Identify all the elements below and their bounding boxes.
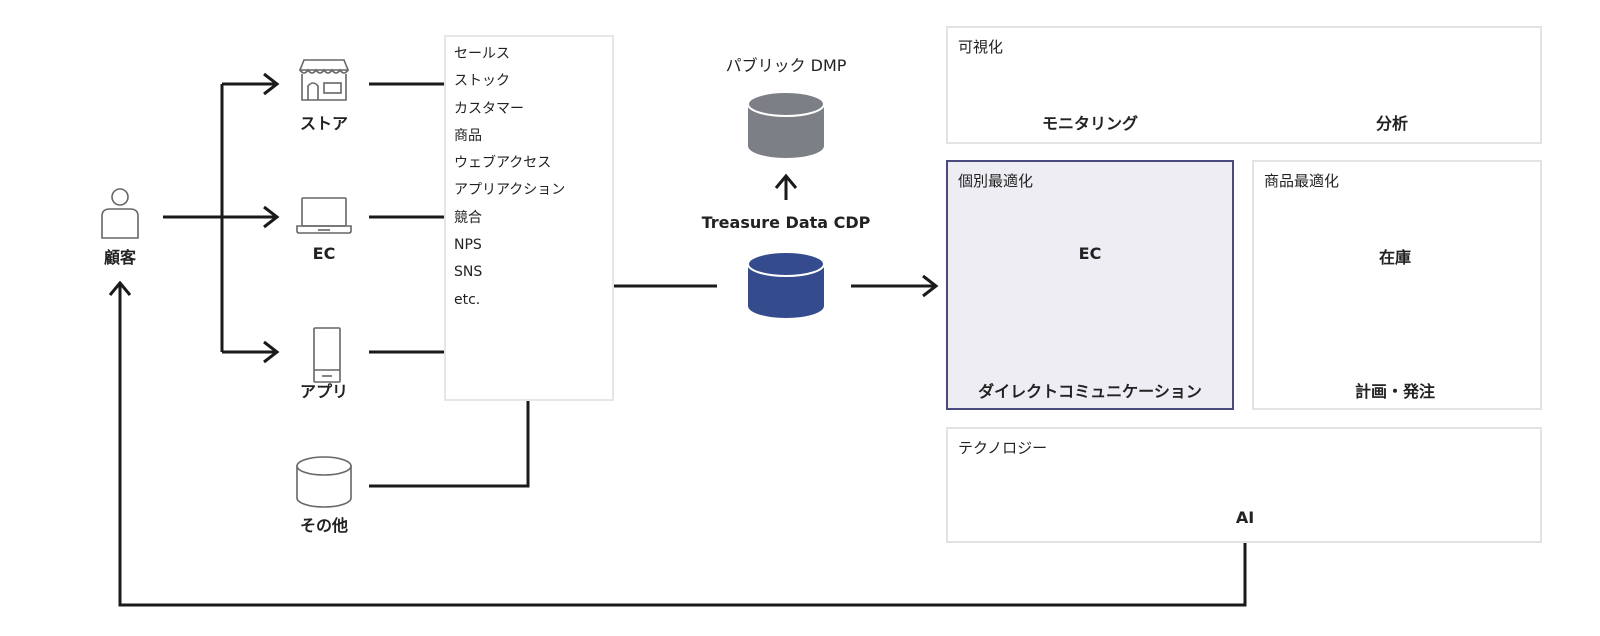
- monitoring-label: モニタリング: [1041, 114, 1139, 133]
- panel-product-optimization-title: 商品最適化: [1264, 172, 1340, 190]
- arrow-to-panels: [922, 274, 939, 298]
- data-sources-list: セールス ストック カスタマー 商品 ウェブアクセス アプリアクション 競合 N…: [446, 37, 612, 314]
- panel-product-optimization: 商品最適化: [1252, 160, 1542, 410]
- channel-ec-label: EC: [312, 244, 336, 263]
- customer-label: 顧客: [103, 248, 137, 267]
- arrow-to-dmp: [774, 173, 798, 189]
- smartphone-icon: [313, 327, 341, 383]
- personalization-ec-label: EC: [1078, 244, 1102, 263]
- arrow-to-ec: [263, 205, 280, 229]
- data-source-item: NPS: [454, 237, 482, 254]
- public-dmp-database-icon: [747, 91, 825, 158]
- data-source-item: etc.: [454, 291, 481, 308]
- connector-other-data: [369, 401, 530, 488]
- store-icon: [298, 59, 350, 101]
- data-source-item: ストック: [454, 73, 510, 90]
- arrow-to-store: [263, 72, 280, 96]
- channel-other-label: その他: [299, 516, 349, 535]
- panel-technology: テクノロジー: [946, 427, 1542, 543]
- channel-store-label: ストア: [299, 114, 349, 133]
- panel-technology-title: テクノロジー: [958, 439, 1048, 457]
- data-source-item: カスタマー: [454, 100, 524, 117]
- channel-app-label: アプリ: [299, 382, 349, 401]
- cdp-label: Treasure Data CDP: [701, 213, 871, 232]
- analysis-label: 分析: [1375, 114, 1409, 133]
- data-source-item: アプリアクション: [454, 182, 566, 199]
- data-source-item: セールス: [454, 46, 510, 62]
- data-source-item: ウェブアクセス: [454, 155, 552, 172]
- connector-feedback-loop: [118, 283, 1247, 607]
- arrow-to-app: [263, 340, 280, 364]
- panel-personalization: 個別最適化: [946, 160, 1234, 410]
- data-source-item: 競合: [454, 209, 482, 226]
- database-icon: [296, 456, 352, 508]
- ai-label: AI: [1235, 508, 1255, 527]
- panel-visualization-title: 可視化: [958, 38, 1004, 56]
- public-dmp-label: パブリック DMP: [725, 56, 847, 75]
- data-source-item: 商品: [454, 127, 482, 144]
- inventory-label: 在庫: [1378, 248, 1412, 267]
- person-icon: [101, 188, 139, 239]
- panel-visualization: 可視化: [946, 26, 1542, 144]
- panel-personalization-title: 個別最適化: [958, 172, 1034, 190]
- cdp-database-icon: [747, 251, 825, 318]
- data-source-item: SNS: [454, 264, 483, 281]
- laptop-icon: [296, 197, 352, 234]
- data-sources-box: セールス ストック カスタマー 商品 ウェブアクセス アプリアクション 競合 N…: [444, 35, 614, 401]
- planning-ordering-label: 計画・発注: [1354, 382, 1436, 401]
- direct-communication-label: ダイレクトコミュニケーション: [978, 382, 1202, 401]
- arrow-to-customer: [108, 280, 132, 296]
